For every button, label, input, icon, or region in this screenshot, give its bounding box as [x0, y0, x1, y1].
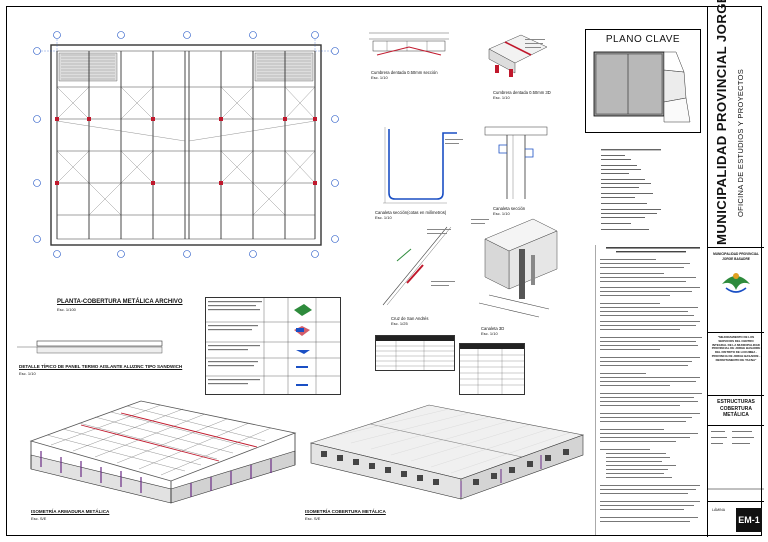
- cruz-scale: Esc. 1/25: [391, 321, 408, 326]
- cruz-title: Cruz de San Andrés: [391, 316, 429, 321]
- project-name: "MEJORAMIENTO DE LOS SERVICIOS DEL CENTR…: [711, 335, 761, 362]
- specialty-box: ESTRUCTURAS COBERTURA METÁLICA: [708, 395, 764, 426]
- office-name: OFICINA DE ESTUDIOS Y PROYECTOS: [736, 68, 745, 217]
- canaleta-b-title: Canaleta sección: [493, 206, 526, 211]
- title-column: MUNICIPALIDAD PROVINCIAL JORGE BASADRE O…: [707, 0, 764, 538]
- lamina-label: LÁMINA: [712, 508, 726, 512]
- iso-frame-title: ISOMETRÍA ARMADURA METÁLICA: [31, 509, 110, 514]
- specialty-name: ESTRUCTURAS COBERTURA METÁLICA: [717, 399, 755, 418]
- iso-roof-title: ISOMETRÍA COBERTURA METÁLICA: [305, 509, 386, 514]
- cumbrera-section-drawing: [369, 32, 449, 56]
- drawing-sheet: PLANTA-COBERTURA METÁLICA ARCHIVO Esc. 1…: [6, 0, 764, 538]
- canaleta-3d-title: Canaleta 3D: [481, 326, 505, 331]
- canaleta-section-scale: Esc. 1/10: [375, 215, 392, 220]
- materials-table: [205, 297, 341, 395]
- municipality-name: MUNICIPALIDAD PROVINCIAL JORGE BASADRE: [714, 0, 729, 245]
- plano-clave-box: PLANO CLAVE: [585, 29, 701, 133]
- cruz-san-andres-drawing: [382, 226, 455, 306]
- logo-line2: JORGE BASADRE: [722, 257, 750, 261]
- sheet-code-text: EM-1: [738, 515, 760, 525]
- sheet-code-box: LÁMINA EM-1: [708, 501, 764, 538]
- cumbrera-section-title: Cumbrera dentada 0.50mm sección: [371, 70, 438, 75]
- canaleta-section-title: Canaleta sección(cotas en milímetros): [375, 210, 447, 215]
- roof-plan-drawing: [27, 21, 345, 261]
- sheet-code: EM-1: [736, 508, 762, 532]
- panel-title: DETALLE TÍPICO DE PANEL TERMO AISLANTE A…: [19, 364, 183, 369]
- specification-notes: [595, 245, 708, 535]
- canaleta-3d-drawing: [471, 218, 558, 318]
- general-notes: [599, 147, 689, 243]
- canaleta-3d-scale: Esc. 1/10: [481, 331, 498, 336]
- canaleta-b-drawing: [484, 126, 548, 199]
- signatures-box: [708, 425, 764, 501]
- plano-clave-map: [593, 51, 691, 123]
- isometric-frame-drawing: [29, 400, 297, 504]
- cumbrera-3d-scale: Esc. 1/10: [493, 95, 510, 100]
- cumbrera-section-scale: Esc. 1/10: [371, 75, 388, 80]
- logo-line1: MUNICIPALIDAD PROVINCIAL: [713, 252, 759, 256]
- bolts-table-2: [459, 343, 525, 395]
- panel-scale: Esc. 1/10: [19, 371, 36, 376]
- plan-title: PLANTA-COBERTURA METÁLICA ARCHIVO: [57, 299, 183, 305]
- municipality-logo-icon: [722, 273, 750, 293]
- iso-frame-scale: Esc. S/E: [31, 516, 47, 521]
- panel-detail-drawing: [17, 340, 163, 354]
- canaleta-b-scale: Esc. 1/10: [493, 211, 510, 216]
- project-name-box: "MEJORAMIENTO DE LOS SERVICIOS DEL CENTR…: [708, 333, 764, 396]
- cumbrera-3d-drawing: [488, 34, 548, 77]
- canaleta-section-drawing: [383, 127, 463, 204]
- logo-box: MUNICIPALIDAD PROVINCIAL JORGE BASADRE: [708, 247, 764, 333]
- cumbrera-3d-title: Cumbrera dentada 0.50mm 3D: [493, 90, 551, 95]
- plano-clave-title: PLANO CLAVE: [605, 34, 681, 45]
- bolts-table: [375, 335, 455, 371]
- isometric-roof-drawing: [309, 404, 585, 500]
- iso-roof-scale: Esc. S/E: [305, 516, 321, 521]
- plan-scale: Esc. 1/100: [57, 307, 76, 312]
